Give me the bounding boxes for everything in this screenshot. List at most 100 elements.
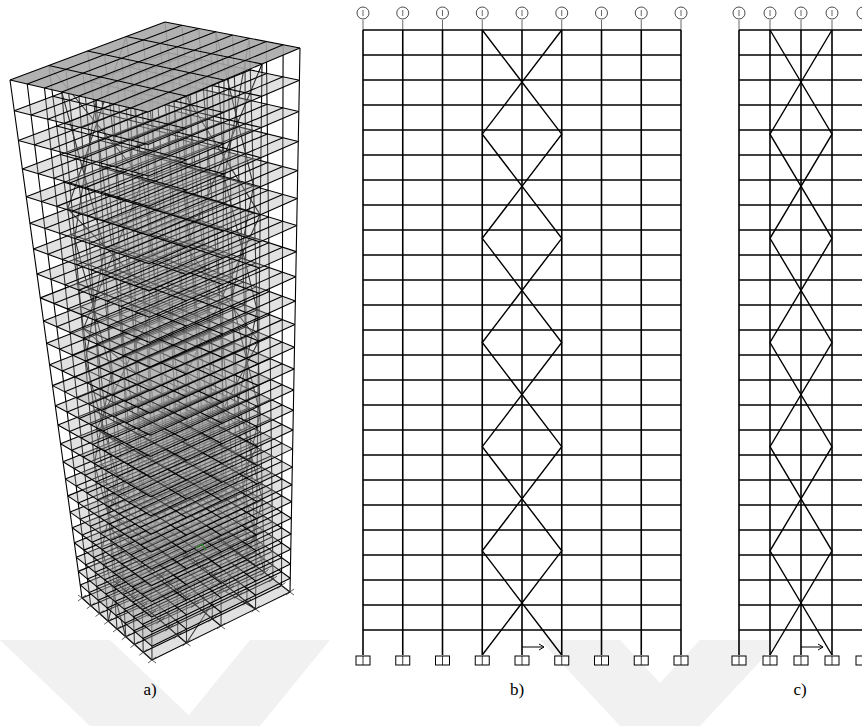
support-line <box>681 656 682 665</box>
grid-bubble-mark <box>363 10 364 16</box>
beam-line <box>739 129 862 131</box>
grid-bubble-mark <box>832 10 833 16</box>
grid-line <box>801 20 802 30</box>
grid-line <box>681 20 682 30</box>
grid-bubble-mark <box>801 10 802 16</box>
column-line <box>521 30 523 655</box>
support-symbol <box>396 656 410 665</box>
support-symbol <box>191 602 199 608</box>
support-symbol <box>218 537 226 543</box>
support-symbol <box>113 581 121 587</box>
beam-line <box>165 22 300 48</box>
beam-line <box>739 154 862 156</box>
axis-arrow <box>801 644 823 650</box>
support-line <box>801 656 802 665</box>
grid-line <box>832 20 833 30</box>
support-symbol <box>122 634 130 640</box>
support-symbol <box>217 623 225 629</box>
beam-line <box>363 304 681 306</box>
panel-label: b) <box>510 680 524 700</box>
beam-line <box>363 79 681 81</box>
model-3d <box>10 22 300 663</box>
grid-bubble <box>733 7 745 19</box>
column-line <box>442 30 444 655</box>
watermark <box>0 640 780 726</box>
support-symbol <box>227 544 235 550</box>
beam-line <box>739 529 862 531</box>
supports <box>78 537 294 663</box>
beam-line <box>739 254 862 256</box>
support-symbol <box>183 595 191 601</box>
grid-line <box>601 20 602 30</box>
support-symbol <box>732 656 746 665</box>
support-symbol <box>235 550 243 556</box>
grid-bubble-mark <box>561 10 562 16</box>
column-line <box>680 30 682 655</box>
support-symbol <box>156 618 164 624</box>
grid-bubble-mark <box>601 10 602 16</box>
beam-line <box>363 554 681 556</box>
beam-line <box>739 479 862 481</box>
support-symbol <box>148 566 156 572</box>
grid-line <box>482 20 483 30</box>
grid-bubble <box>476 7 488 19</box>
grid-line <box>442 20 443 30</box>
beam-line <box>363 354 681 356</box>
support-line <box>482 656 483 665</box>
support-symbol <box>356 656 370 665</box>
support-line <box>601 656 602 665</box>
support-line <box>442 656 443 665</box>
beam-line <box>126 37 262 65</box>
axis-arrow <box>522 644 544 650</box>
floor-slabs <box>10 22 300 660</box>
support-symbol <box>87 603 95 609</box>
support-symbol <box>200 565 208 571</box>
support-symbol <box>217 579 225 585</box>
panel-label: c) <box>793 680 806 700</box>
support-symbol <box>174 633 182 639</box>
support-symbol <box>208 616 216 622</box>
column-line <box>290 48 300 592</box>
support-line <box>770 656 771 665</box>
support-line <box>832 656 833 665</box>
support-symbol <box>252 606 260 612</box>
support-symbol <box>130 595 138 601</box>
axis-marker <box>196 544 206 550</box>
grid-bubble <box>857 7 862 19</box>
beam-line <box>363 429 681 431</box>
grid-line <box>363 20 364 30</box>
elevation-b <box>356 7 688 665</box>
support-symbol <box>104 618 112 624</box>
beam-line <box>49 66 186 97</box>
grid-bubble-mark <box>770 10 771 16</box>
beam-line <box>363 179 681 181</box>
beam-line <box>363 229 681 231</box>
beam-line <box>739 429 862 431</box>
brace-line <box>482 30 562 655</box>
beam-line <box>739 379 862 381</box>
columns <box>10 22 300 660</box>
support-line <box>402 656 403 665</box>
beam-line <box>363 454 681 456</box>
beam-line <box>363 404 681 406</box>
grid-bubble <box>826 7 838 19</box>
grid-line <box>402 20 403 30</box>
grid-bubble <box>437 7 449 19</box>
beam-line <box>739 454 862 456</box>
beam-line <box>739 204 862 206</box>
grid-bubble <box>764 7 776 19</box>
elevation-c <box>732 7 862 665</box>
support-symbol <box>148 610 156 616</box>
grid-line <box>770 20 771 30</box>
support-line <box>739 656 740 665</box>
beam-line <box>363 154 681 156</box>
grid-bubble-mark <box>482 10 483 16</box>
grid-bubble-mark <box>641 10 642 16</box>
support-symbol <box>244 557 252 563</box>
beam-line <box>363 104 681 106</box>
support-symbol <box>269 576 277 582</box>
support-symbol <box>157 573 165 579</box>
beam-line <box>363 254 681 256</box>
grid-bubble-mark <box>522 10 523 16</box>
beam-line <box>739 104 862 106</box>
